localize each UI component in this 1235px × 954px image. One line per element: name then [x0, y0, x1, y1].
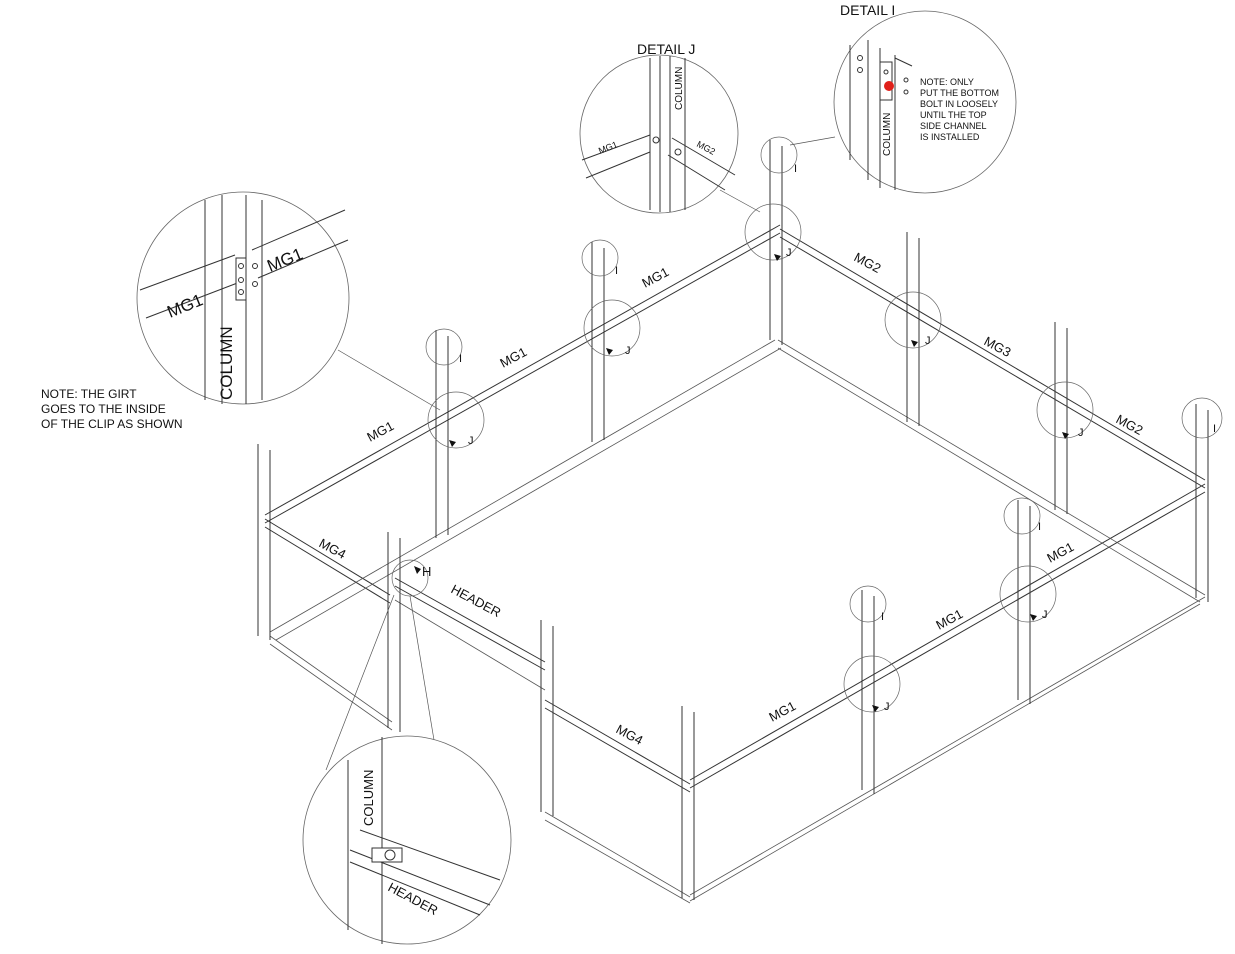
label-mg1-c: MG1 [639, 264, 671, 290]
label-mg4-front: MG4 [614, 721, 646, 747]
detail-i-column-label: COLUMN [882, 113, 893, 156]
mark-i-5: I [1038, 521, 1041, 533]
detail-i-note-line-5: SIDE CHANNEL [920, 121, 987, 131]
girt-labels: MG1 MG1 MG1 MG2 MG3 MG2 MG4 HEADER H MG4… [317, 249, 1146, 747]
detail-i-note-line-4: UNTIL THE TOP [920, 110, 987, 120]
label-mg1-a: MG1 [364, 418, 396, 444]
mark-j-7: J [884, 701, 890, 713]
detail-left: MG1 MG1 COLUMN [136, 191, 350, 405]
label-mg1-b: MG1 [497, 344, 529, 370]
detail-j: DETAIL J COLUMN MG1 MG2 [579, 41, 739, 214]
label-mg2-b: MG2 [1114, 411, 1146, 437]
label-mg1-front2: MG1 [933, 606, 965, 632]
detail-mark-letters: I I I I I I J J J J J J J [459, 163, 1216, 713]
detail-header-column-label: COLUMN [361, 770, 376, 826]
label-header: HEADER [449, 581, 504, 620]
label-mg3: MG3 [982, 333, 1014, 359]
frame-structure [257, 140, 1209, 904]
mark-j-6: J [1042, 609, 1048, 621]
detail-j-title: DETAIL J [637, 41, 695, 57]
mark-j-2: J [625, 345, 631, 357]
girt-note-line-3: OF THE CLIP AS SHOWN [41, 417, 183, 431]
mark-j-1: J [468, 435, 474, 447]
mark-i-6: I [881, 611, 884, 623]
detail-i-title: DETAIL I [840, 2, 895, 18]
detail-header: COLUMN HEADER [302, 735, 512, 945]
girt-note: NOTE: THE GIRT GOES TO THE INSIDE OF THE… [41, 387, 183, 431]
mark-i-4: I [1213, 423, 1216, 435]
detail-i-note-line-6: IS INSTALLED [920, 132, 980, 142]
columns [257, 140, 1209, 900]
girt-note-line-2: GOES TO THE INSIDE [41, 402, 166, 416]
detail-i-note-line-2: PUT THE BOTTOM [920, 88, 999, 98]
mark-i-1: I [459, 353, 462, 365]
detail-arrows [414, 254, 1069, 712]
bottom-bolt-marker [884, 81, 894, 91]
mark-i-2: I [615, 265, 618, 277]
detail-j-column-label: COLUMN [674, 67, 685, 110]
detail-markers [391, 136, 1223, 713]
label-mg4-left: MG4 [317, 535, 349, 561]
detail-i: DETAIL I COLUMN NOTE: ONLY PUT THE BOTTO… [833, 2, 1017, 194]
detail-i-note-line-3: BOLT IN LOOSELY [920, 99, 998, 109]
mark-j-5: J [1078, 427, 1084, 439]
label-h-mark: H [422, 564, 431, 579]
label-mg1-right: MG1 [1044, 539, 1076, 565]
label-mg2-a: MG2 [852, 249, 884, 275]
detail-left-column-label: COLUMN [217, 326, 236, 400]
mark-i-3: I [794, 163, 797, 175]
leader-lines [325, 136, 836, 771]
detail-i-note-line-1: NOTE: ONLY [920, 77, 974, 87]
mark-j-4: J [925, 335, 931, 347]
mark-j-3: J [786, 247, 792, 259]
girt-note-line-1: NOTE: THE GIRT [41, 387, 137, 401]
